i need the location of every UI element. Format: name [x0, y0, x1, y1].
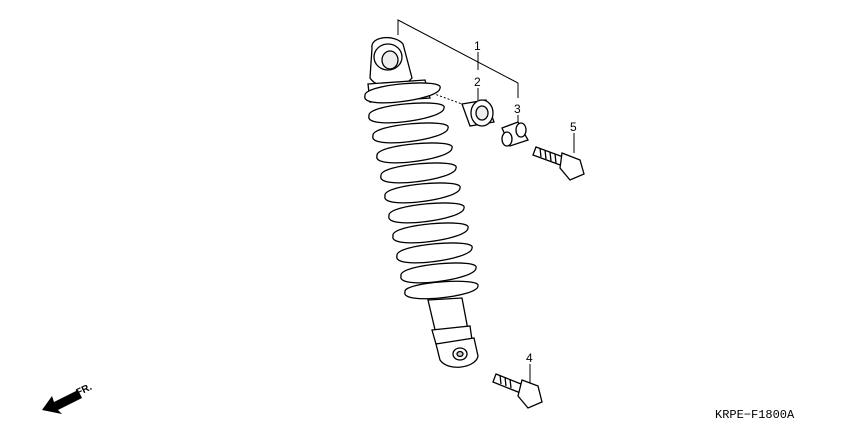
callout-4: 4 — [526, 351, 533, 365]
part-2-bushing — [461, 99, 495, 127]
callout-5: 5 — [570, 120, 577, 134]
front-direction-arrow-icon: FR. — [42, 382, 94, 414]
callout-2: 2 — [474, 75, 481, 89]
callout-leader-lines — [397, 19, 575, 384]
part-4-lower-bolt — [492, 373, 543, 409]
part-5-upper-bolt — [532, 146, 585, 181]
coil-spring — [364, 82, 479, 300]
rear-shock-absorber — [364, 37, 479, 368]
callout-3: 3 — [514, 102, 521, 116]
part-3-collar — [501, 121, 529, 147]
diagram-code: KRPE−F1800A — [715, 408, 795, 422]
front-label: FR. — [74, 382, 93, 399]
callout-1: 1 — [474, 39, 481, 53]
